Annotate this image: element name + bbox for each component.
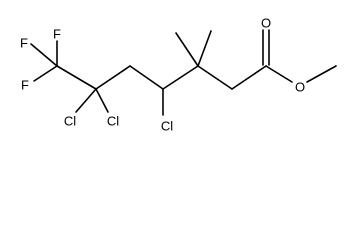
atom-label-chlorine-c6-right: Cl: [107, 114, 119, 129]
bond-cf3-c6: [56, 65, 97, 90]
atom-label-oxygen-ester: O: [295, 80, 305, 95]
atom-label-fluorine-left: F: [20, 36, 28, 51]
atom-label-chlorine-c6-left: Cl: [64, 114, 76, 129]
atom-label-oxygen-carbonyl: O: [261, 16, 271, 31]
bond-c6-c5: [95, 65, 131, 90]
bond-c1-o-ester: [265, 65, 293, 83]
bonds: [30, 29, 337, 116]
atom-label-chlorine-c4: Cl: [161, 119, 173, 134]
bond-c6-cl-left: [75, 88, 97, 113]
bond-c6-cl-right: [95, 88, 109, 113]
bond-cf3-f-left: [30, 43, 58, 67]
atom-label-fluorine-bottom: F: [21, 78, 29, 93]
bond-c3-c2: [197, 65, 233, 90]
bond-o-ester-methyl: [306, 65, 337, 83]
bond-c5-c4: [129, 65, 164, 90]
bond-c4-c3: [162, 65, 199, 90]
bond-c2-c1: [231, 65, 267, 90]
bond-c3-methyl-right: [197, 30, 212, 67]
atom-labels: F F F Cl Cl Cl O O: [20, 16, 305, 134]
atom-label-fluorine-top: F: [53, 27, 61, 42]
skeletal-structure: F F F Cl Cl Cl O O: [20, 16, 337, 134]
bond-cf3-f-bottom: [33, 65, 58, 82]
bond-c3-methyl-left: [175, 32, 199, 67]
